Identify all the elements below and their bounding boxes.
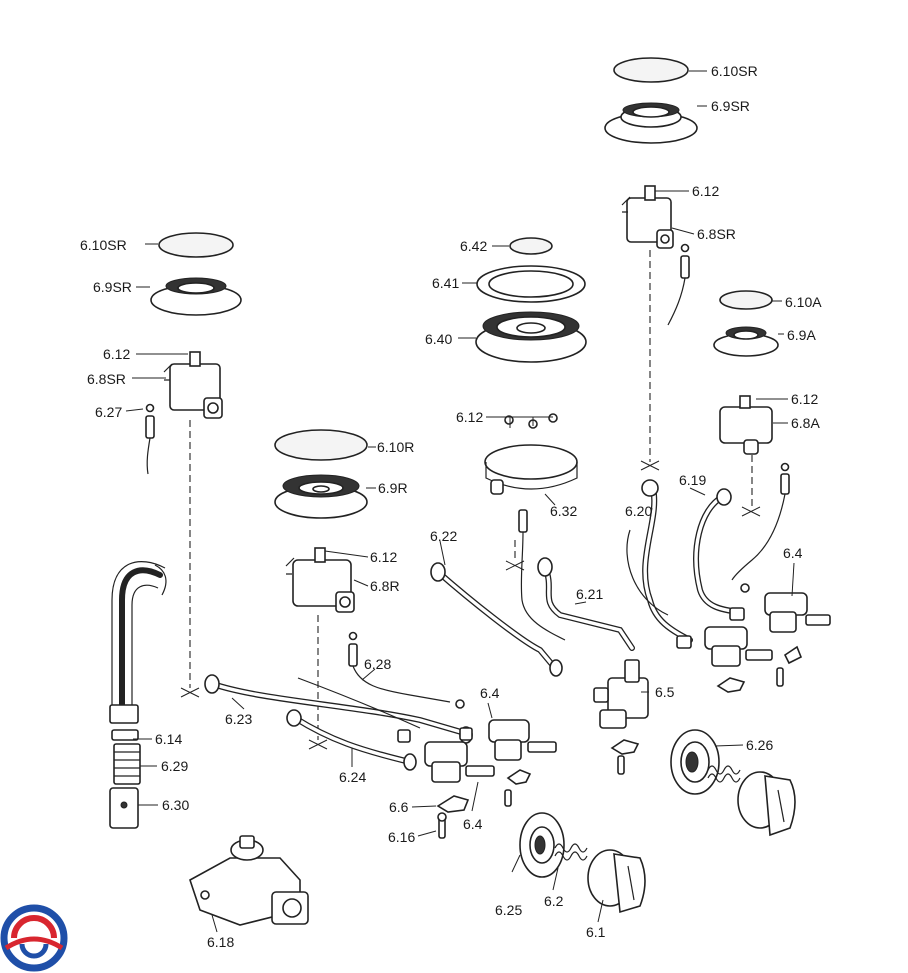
label-6-10r: 6.10R: [377, 439, 414, 455]
bezel-6-26: [670, 729, 720, 795]
label-6-16: 6.16: [388, 829, 415, 845]
label-6-10sr-top: 6.10SR: [711, 63, 758, 79]
label-6-20: 6.20: [625, 503, 652, 519]
inlet-pipe: [111, 561, 167, 708]
label-6-4-right: 6.4: [783, 545, 803, 561]
label-6-22: 6.22: [430, 528, 457, 544]
label-6-4-mid: 6.4: [480, 685, 500, 701]
cross-marker-1: [640, 460, 660, 471]
cross-marker-3: [505, 560, 525, 571]
label-6-29: 6.29: [161, 758, 188, 774]
regulator-6-5: [593, 659, 649, 775]
spring-6-26: [707, 765, 741, 783]
knob-right: [737, 771, 796, 837]
part-labels: 6.10SR 6.9SR 6.12 6.8SR 6.10A 6.9A 6.12 …: [80, 63, 822, 950]
label-6-19: 6.19: [679, 472, 706, 488]
pipe-6-23: [204, 674, 473, 744]
pipe-6-21: [537, 557, 635, 651]
spring-6-2: [554, 843, 588, 861]
label-6-10a: 6.10A: [785, 294, 822, 310]
label-6-28: 6.28: [364, 656, 391, 672]
valve-body-a: [719, 395, 773, 455]
burner-head-r: [274, 474, 368, 519]
cross-marker-4: [180, 687, 200, 698]
burner-cap-sr-left: [158, 232, 234, 258]
label-6-9sr-top: 6.9SR: [711, 98, 750, 114]
leader-lines: [125, 70, 795, 933]
label-6-32: 6.32: [550, 503, 577, 519]
fitting-6-30: [109, 787, 139, 829]
brand-logo: [0, 904, 68, 972]
regulator-6-18: [189, 835, 309, 926]
label-6-12-r: 6.12: [370, 549, 397, 565]
pipe-6-20: [626, 479, 693, 643]
label-6-8r: 6.8R: [370, 578, 400, 594]
label-6-9sr-left: 6.9SR: [93, 279, 132, 295]
label-6-23: 6.23: [225, 711, 252, 727]
label-6-8sr-left: 6.8SR: [87, 371, 126, 387]
bezel-6-25: [519, 812, 565, 878]
burner-base-center: [484, 413, 578, 495]
bracket-6-6: [436, 795, 470, 813]
thermocouple-sr-left: [145, 403, 155, 475]
valve-6-4-mid: [455, 699, 557, 807]
fitting-6-14: [109, 704, 139, 741]
burner-head-a: [713, 326, 779, 357]
label-6-8a: 6.8A: [791, 415, 820, 431]
label-6-12-left: 6.12: [103, 346, 130, 362]
pipe-6-19: [693, 488, 743, 615]
valve-body-sr-left: [163, 351, 223, 419]
screw-6-16: [437, 812, 447, 839]
valve-body-sr-top: [621, 185, 674, 249]
label-6-25: 6.25: [495, 902, 522, 918]
valve-6-4-right: [729, 583, 831, 633]
label-6-12-a: 6.12: [791, 391, 818, 407]
cross-marker-5: [308, 739, 328, 750]
label-6-18: 6.18: [207, 934, 234, 950]
label-6-1: 6.1: [586, 924, 606, 940]
label-6-12-top: 6.12: [692, 183, 719, 199]
valve-6-4-low: [397, 729, 495, 783]
label-6-27: 6.27: [95, 404, 122, 420]
valve-body-r: [285, 547, 355, 613]
label-6-4-low: 6.4: [463, 816, 483, 832]
label-6-14: 6.14: [155, 731, 182, 747]
label-6-6: 6.6: [389, 799, 409, 815]
label-6-9r: 6.9R: [378, 480, 408, 496]
thermocouple-center: [518, 509, 566, 641]
label-6-2: 6.2: [544, 893, 564, 909]
pipe-6-24: [286, 677, 421, 771]
burner-cap-r: [274, 429, 368, 461]
label-6-10sr-left: 6.10SR: [80, 237, 127, 253]
fitting-6-29: [113, 743, 141, 785]
label-6-30: 6.30: [162, 797, 189, 813]
label-6-9a: 6.9A: [787, 327, 816, 343]
label-6-5: 6.5: [655, 684, 675, 700]
thermocouple-a: [731, 462, 790, 581]
thermocouple-r: [348, 631, 451, 703]
burner-cap-sr-top: [613, 57, 689, 83]
burner-head-sr-top: [604, 102, 698, 144]
burner-ring-center: [476, 265, 586, 303]
label-6-42: 6.42: [460, 238, 487, 254]
pipe-6-22: [430, 562, 563, 677]
burner-cap-a: [719, 290, 773, 310]
label-6-21: 6.21: [576, 586, 603, 602]
label-6-26: 6.26: [746, 737, 773, 753]
burner-head-center: [475, 311, 587, 363]
label-6-12-center: 6.12: [456, 409, 483, 425]
cross-marker-2: [741, 506, 761, 517]
label-6-8sr-top: 6.8SR: [697, 226, 736, 242]
label-6-24: 6.24: [339, 769, 366, 785]
burner-head-sr-left: [150, 277, 242, 316]
label-6-40: 6.40: [425, 331, 452, 347]
valve-6-4-right-lower: [676, 626, 803, 693]
label-6-41: 6.41: [432, 275, 459, 291]
thermocouple-sr-top: [667, 243, 690, 326]
burner-cap-center: [509, 237, 553, 255]
knob-6-1: [587, 849, 646, 914]
